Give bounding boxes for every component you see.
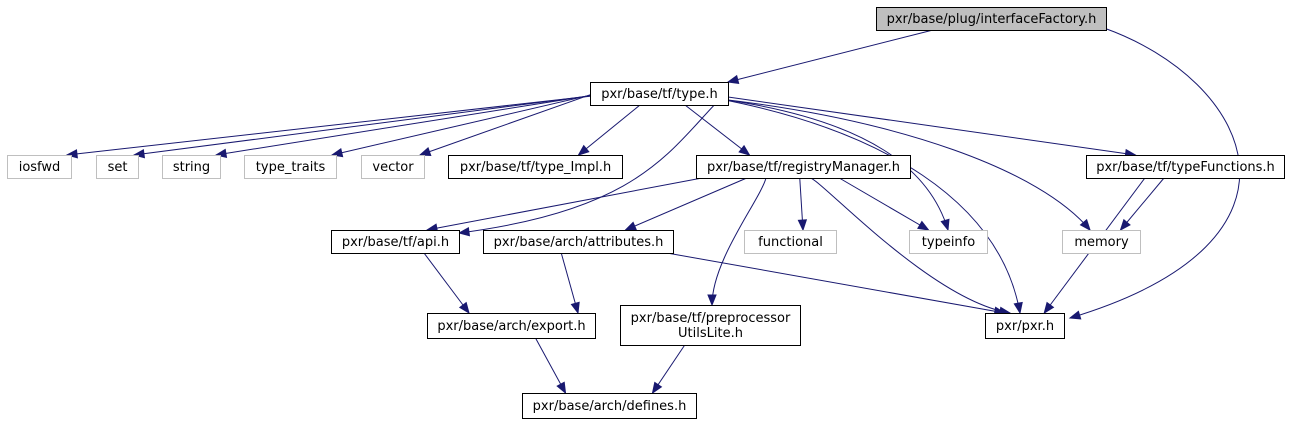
edge-registryManager-to-functional [797,177,808,232]
node-label: typeinfo [922,235,975,250]
node-box [427,313,596,339]
node-label: pxr/pxr.h [996,319,1054,334]
node-box [162,155,221,179]
node-defines[interactable]: pxr/base/arch/defines.h [522,393,697,419]
node-label: pxr/base/arch/defines.h [533,399,687,414]
node-box [1062,230,1141,254]
edge-api-to-export [423,252,470,315]
node-attributes[interactable]: pxr/base/arch/attributes.h [483,230,674,254]
edge-type-to-set [132,95,591,159]
node-functional[interactable]: functional [744,230,837,254]
edge-attributes-to-export [560,252,580,315]
node-pxr[interactable]: pxr/pxr.h [985,313,1065,339]
edge-preprocessor-to-defines [651,344,686,395]
node-label: pxr/base/tf/typeFunctions.h [1096,160,1275,175]
node-memory[interactable]: memory [1062,230,1141,254]
node-box [448,155,623,179]
edge-type-to-typeFunctions [727,96,1137,159]
node-box [909,230,988,254]
edge-registryManager-to-attributes [624,177,747,231]
node-box [483,230,674,254]
node-box [1086,155,1285,179]
nodes-layer: pxr/base/plug/interfaceFactory.h pxr/base… [7,7,1285,419]
node-label: type_traits [256,160,326,175]
edge-type-to-memory [719,98,1091,232]
edge-registryManager-to-typeinfo [838,177,930,231]
node-interfaceFactory[interactable]: pxr/base/plug/interfaceFactory.h [876,7,1107,31]
edge-type-to-registryManager [684,104,751,156]
node-box [331,230,460,254]
edges-layer [65,27,1241,395]
node-box [96,155,139,179]
edge-type-to-type_traits [330,94,591,158]
node-label: pxr/base/plug/interfaceFactory.h [887,12,1097,27]
node-box [696,155,911,179]
node-type[interactable]: pxr/base/tf/type.h [590,82,729,106]
node-label: string [173,160,210,175]
node-iosfwd[interactable]: iosfwd [7,155,72,179]
node-label: vector [372,160,414,175]
edge-type-to-api [457,98,721,237]
edge-export-to-defines [535,337,567,395]
edge-type-to-typeinfo [719,98,950,232]
node-box [361,155,425,179]
node-export[interactable]: pxr/base/arch/export.h [427,313,596,339]
node-label: pxr/base/tf/api.h [342,235,449,250]
node-label: set [108,160,128,175]
edge-type-to-vector [418,94,591,156]
edge-type-to-iosfwd [65,95,591,159]
node-type_Impl[interactable]: pxr/base/tf/type_Impl.h [448,155,623,179]
node-vector[interactable]: vector [361,155,425,179]
edge-interfaceFactory-to-type [726,29,934,85]
node-label: pxr/base/tf/preprocessor [631,311,791,326]
edge-registryManager-to-preprocessor [707,177,767,307]
node-box [244,155,337,179]
node-label: pxr/base/arch/attributes.h [494,235,664,250]
node-label: pxr/base/tf/registryManager.h [707,160,900,175]
node-label: iosfwd [19,160,61,175]
node-box [590,82,729,106]
node-box [522,393,697,419]
node-label: pxr/base/tf/type_Impl.h [460,160,611,175]
node-string[interactable]: string [162,155,221,179]
node-type_traits[interactable]: type_traits [244,155,337,179]
edge-type-to-string [214,95,591,159]
node-api[interactable]: pxr/base/tf/api.h [331,230,460,254]
node-label: functional [758,235,823,250]
node-typeFunctions[interactable]: pxr/base/tf/typeFunctions.h [1086,155,1285,179]
node-set[interactable]: set [96,155,139,179]
node-label: UtilsLite.h [678,326,743,341]
node-registryManager[interactable]: pxr/base/tf/registryManager.h [696,155,911,179]
node-label: pxr/base/tf/type.h [601,87,718,102]
node-box [985,313,1065,339]
node-box [7,155,72,179]
edge-typeFunctions-to-memory [1119,177,1165,232]
edge-type-to-pxr [719,98,1023,315]
node-box [876,7,1107,31]
edge-type-to-type_Impl [577,104,641,156]
node-typeinfo[interactable]: typeinfo [909,230,988,254]
node-box [620,305,801,346]
node-label: pxr/base/arch/export.h [437,319,585,334]
node-label: memory [1074,235,1129,250]
edge-registryManager-to-api [425,177,703,233]
node-box [744,230,837,254]
